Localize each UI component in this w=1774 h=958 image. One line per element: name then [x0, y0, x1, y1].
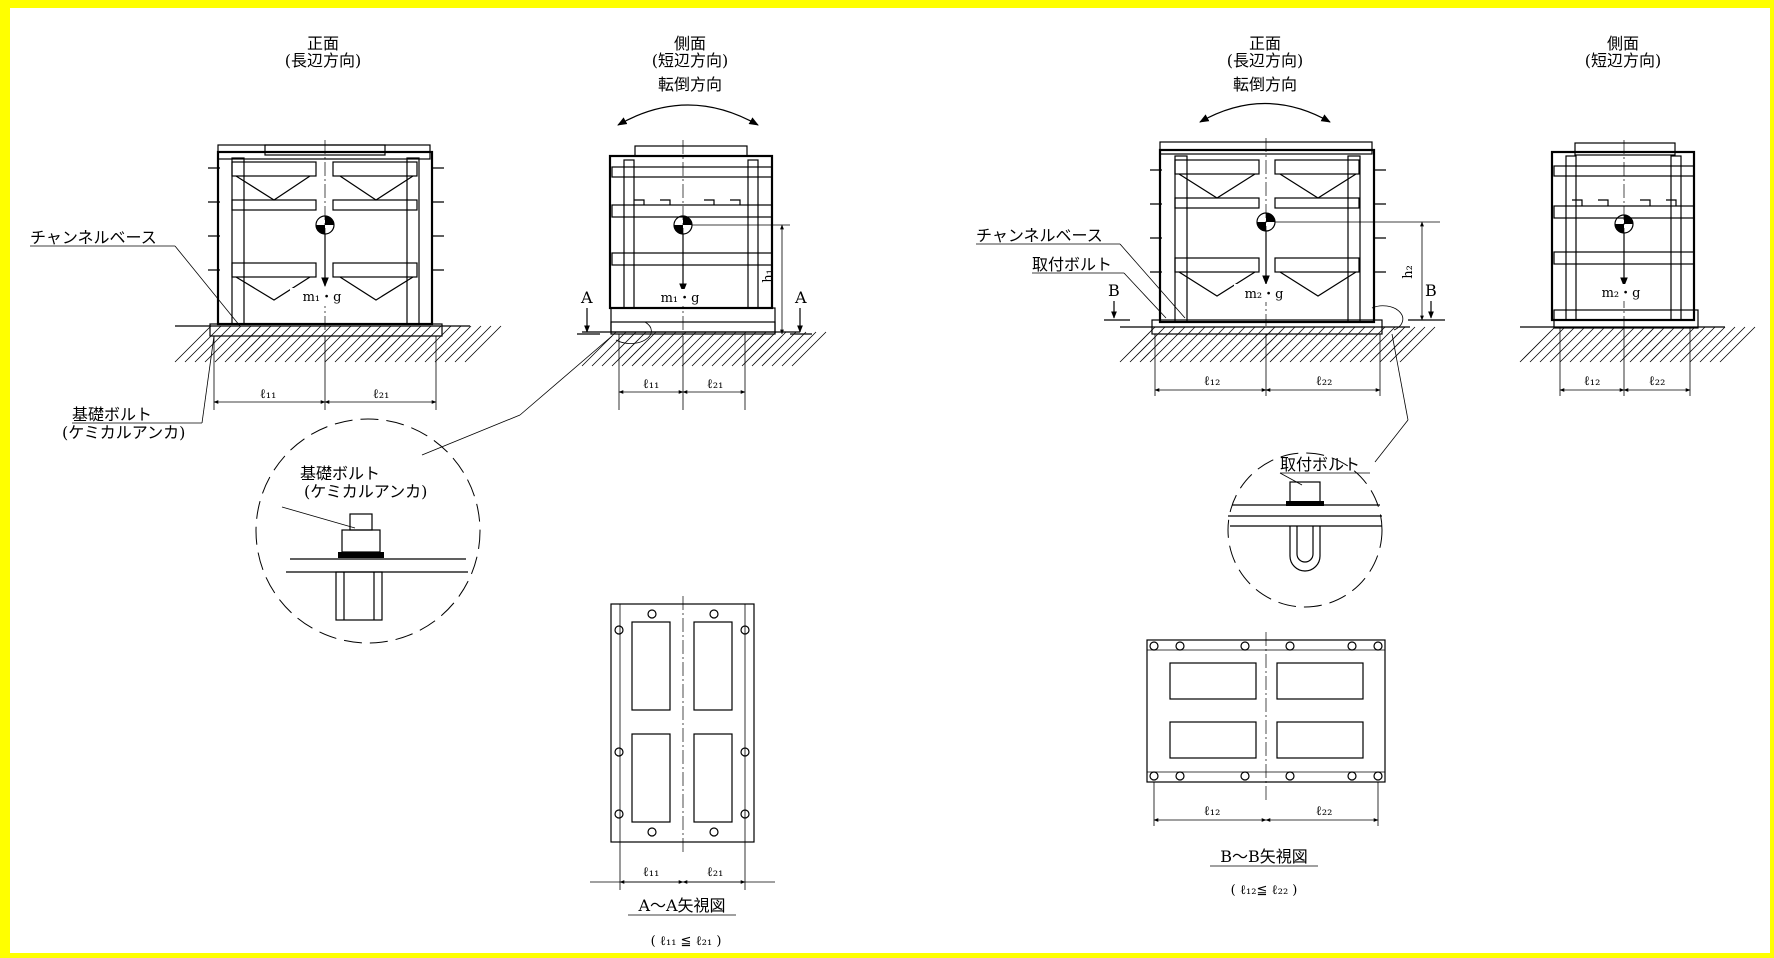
weight-label-2: m₁・g — [661, 291, 700, 306]
weight-label-1: m₁・g — [303, 290, 342, 305]
ground-hatch-1 — [174, 325, 502, 363]
dim-l12-front: ℓ₁₂ — [1204, 374, 1221, 389]
front-view-2-title: 正面 — [1249, 34, 1281, 53]
foundation-bolt-label-1: 基礎ボルト — [72, 405, 152, 424]
dim-l21-side: ℓ₂₁ — [707, 377, 724, 392]
side-view-2-title: 側面 — [1607, 34, 1639, 53]
dim-l11-aa: ℓ₁₁ — [643, 865, 660, 880]
side-view-1: 側面 (短辺方向) 転倒方向 m₁・g h₁ A A — [577, 34, 812, 410]
channel-base-label-1: チャンネルベース — [30, 228, 157, 247]
height-label-1: h₁ — [761, 269, 776, 283]
side-view-2: 側面 (短辺方向) m₂・g ℓ₁₂ ℓ₂₂ — [1550, 34, 1699, 396]
front-view-1-subtitle: (長辺方向) — [285, 51, 362, 70]
height-label-2: h₂ — [1401, 265, 1416, 279]
aa-arrow-view: ℓ₁₁ ℓ₂₁ A～A矢視図 ( ℓ₁₁ ≦ ℓ₂₁ ) — [590, 596, 775, 949]
side-view-2-subtitle: (短辺方向) — [1585, 51, 1662, 70]
bb-view-note: ( ℓ₁₂≦ ℓ₂₂ ) — [1231, 883, 1298, 898]
weight-label-4: m₂・g — [1602, 286, 1641, 301]
detail-foundation-bolt-label: 基礎ボルト — [300, 464, 380, 483]
ground-hatch-3 — [1119, 326, 1436, 363]
mount-bolt-label-1: 取付ボルト — [1032, 255, 1112, 274]
overturn-label-1: 転倒方向 — [658, 75, 722, 94]
mark-a-left: A — [580, 288, 593, 307]
ground-hatch-4 — [1519, 326, 1756, 363]
dim-l22-side: ℓ₂₂ — [1649, 374, 1666, 389]
overturn-arrow-2 — [1199, 102, 1331, 123]
front-view-2-subtitle: (長辺方向) — [1227, 51, 1304, 70]
weight-label-3: m₂・g — [1245, 287, 1284, 302]
detail-mount-bolt: 取付ボルト — [1227, 333, 1409, 608]
front-view-1: 正面 (長辺方向) m₁・g チャンネルベース 基礎ボルト — [30, 34, 444, 442]
detail-chemical-anchor-label: (ケミカルアンカ) — [304, 482, 427, 501]
dim-l21-aa: ℓ₂₁ — [707, 865, 724, 880]
bb-arrow-view: ℓ₁₂ ℓ₂₂ B～B矢視図 ( ℓ₁₂≦ ℓ₂₂ ) — [1146, 632, 1386, 898]
dim-l12-bb: ℓ₁₂ — [1204, 804, 1221, 819]
aa-view-note: ( ℓ₁₁ ≦ ℓ₂₁ ) — [651, 934, 722, 949]
mark-b-left: B — [1108, 281, 1120, 300]
front-view-2: 正面 (長辺方向) 転倒方向 m₂・g チャンネルベース 取付ボルト — [976, 34, 1445, 396]
front-view-1-title: 正面 — [307, 34, 339, 53]
dim-l11-front: ℓ₁₁ — [260, 387, 277, 402]
overturn-arrow-1 — [617, 104, 759, 126]
detail-mount-bolt-label: 取付ボルト — [1280, 455, 1360, 474]
side-view-1-subtitle: (短辺方向) — [652, 51, 729, 70]
overturn-label-2: 転倒方向 — [1233, 75, 1297, 94]
dim-l22-bb: ℓ₂₂ — [1316, 804, 1333, 819]
mark-a-right: A — [794, 288, 807, 307]
bb-view-title: B～B矢視図 — [1220, 847, 1308, 866]
dim-l12-side: ℓ₁₂ — [1584, 374, 1601, 389]
channel-base-label-2: チャンネルベース — [976, 226, 1103, 245]
aa-view-title: A～A矢視図 — [637, 896, 725, 915]
mark-b-right: B — [1425, 281, 1437, 300]
dim-l22-front: ℓ₂₂ — [1316, 374, 1333, 389]
dim-l11-side: ℓ₁₁ — [643, 377, 660, 392]
ground-hatch-2 — [581, 331, 827, 367]
chemical-anchor-label-1: (ケミカルアンカ) — [62, 423, 185, 442]
side-view-1-title: 側面 — [674, 34, 706, 53]
dim-l21-front: ℓ₂₁ — [373, 387, 390, 402]
detail-foundation-bolt: 基礎ボルト (ケミカルアンカ) — [255, 335, 613, 644]
